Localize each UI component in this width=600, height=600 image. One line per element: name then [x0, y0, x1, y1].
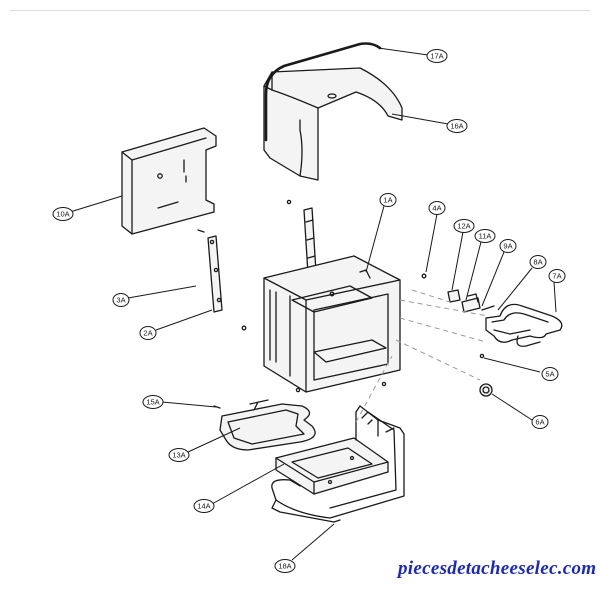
callout-18a: 18A [274, 559, 296, 573]
lamp-part [479, 383, 493, 397]
callout-16a: 16A [446, 119, 468, 133]
callout-10a: 10A [52, 207, 74, 221]
callout-1a: 1A [379, 193, 397, 207]
seal-wire-part [264, 42, 382, 142]
svg-text:10A: 10A [56, 210, 69, 219]
heating-element-part [485, 303, 563, 347]
connector-parts [447, 289, 495, 313]
callout-7a: 7A [548, 269, 566, 283]
callout-3a: 3A [112, 293, 130, 307]
svg-text:3A: 3A [116, 296, 125, 305]
side-panel-part [121, 127, 217, 235]
svg-text:8A: 8A [533, 258, 542, 267]
callout-12a: 12A [453, 219, 475, 233]
callout-4a: 4A [428, 201, 446, 215]
watermark-text: piecesdetacheeselec.com [398, 558, 597, 579]
svg-text:9A: 9A [503, 242, 512, 251]
svg-text:5A: 5A [545, 370, 554, 379]
svg-text:16A: 16A [450, 122, 463, 131]
callout-17a: 17A [426, 49, 448, 63]
callout-11a: 11A [474, 229, 496, 243]
callout-13a: 13A [168, 448, 190, 462]
alignment-lines [355, 289, 489, 423]
side-rail-part [197, 229, 223, 313]
svg-text:13A: 13A [172, 451, 185, 460]
svg-text:7A: 7A [552, 272, 561, 281]
callout-6a: 6A [531, 415, 549, 429]
callout-15a: 15A [142, 395, 164, 409]
base-frame-part [271, 405, 405, 523]
callout-5a: 5A [541, 367, 559, 381]
svg-text:12A: 12A [457, 222, 470, 231]
bottom-element-part [219, 399, 316, 451]
callout-9a: 9A [499, 239, 517, 253]
callout-8a: 8A [529, 255, 547, 269]
svg-text:4A: 4A [432, 204, 441, 213]
leader-lines [69, 47, 557, 561]
svg-text:6A: 6A [535, 418, 544, 427]
top-cover-part [263, 67, 403, 181]
svg-text:14A: 14A [197, 502, 210, 511]
top-divider [10, 10, 590, 11]
svg-text:2A: 2A [143, 329, 152, 338]
rear-bracket-part [303, 207, 317, 275]
frame-screw-part [333, 519, 341, 523]
bottom-tray-part [275, 437, 389, 495]
svg-text:1A: 1A [383, 196, 392, 205]
svg-text:15A: 15A [146, 398, 159, 407]
small-screw-part [213, 405, 221, 409]
svg-text:11A: 11A [479, 232, 492, 241]
svg-text:18A: 18A [278, 562, 291, 571]
svg-text:17A: 17A [430, 52, 443, 61]
callout-2a: 2A [139, 326, 157, 340]
callout-14a: 14A [193, 499, 215, 513]
oven-cavity-part [263, 255, 401, 393]
screw-set [241, 199, 485, 393]
